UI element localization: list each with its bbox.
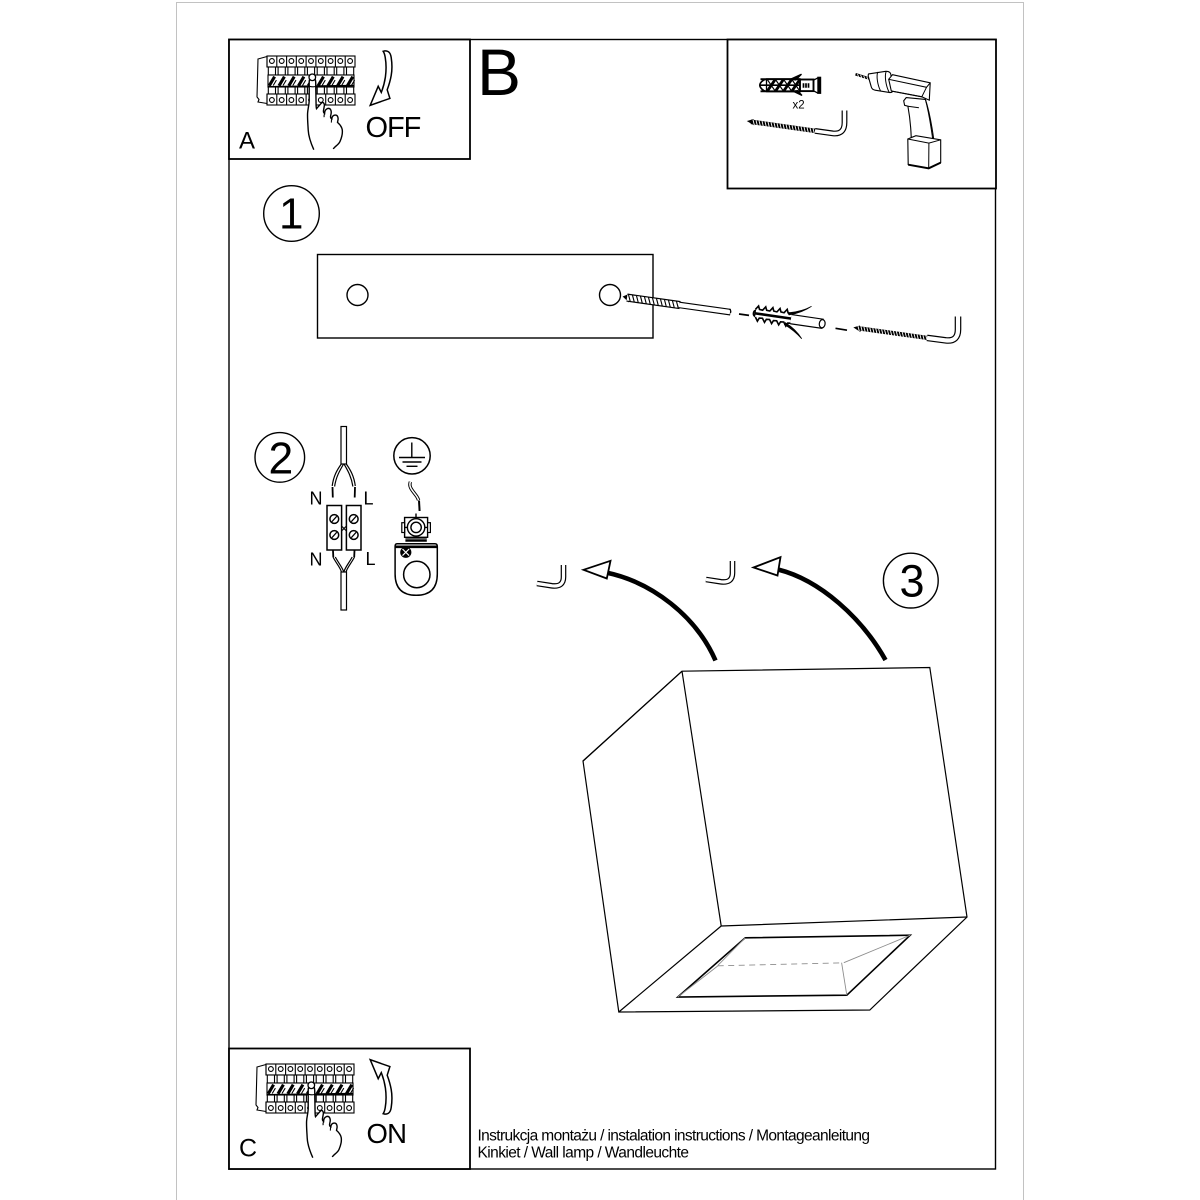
svg-text:1: 1 <box>279 190 303 239</box>
svg-text:B: B <box>477 35 521 109</box>
svg-text:ON: ON <box>367 1118 407 1149</box>
svg-text:3: 3 <box>900 556 925 607</box>
svg-text:2: 2 <box>269 434 294 483</box>
svg-text:L: L <box>366 549 376 569</box>
svg-text:x2: x2 <box>793 100 805 112</box>
svg-text:OFF: OFF <box>366 112 421 144</box>
svg-text:N: N <box>310 550 323 570</box>
svg-text:N: N <box>310 489 323 509</box>
svg-text:Kinkiet / Wall lamp / Wandleuc: Kinkiet / Wall lamp / Wandleuchte <box>478 1145 690 1162</box>
svg-text:Instrukcja montażu / instalati: Instrukcja montażu / instalation instruc… <box>478 1128 871 1145</box>
svg-text:L: L <box>364 489 374 509</box>
svg-text:C: C <box>239 1135 257 1163</box>
svg-text:A: A <box>239 128 255 155</box>
